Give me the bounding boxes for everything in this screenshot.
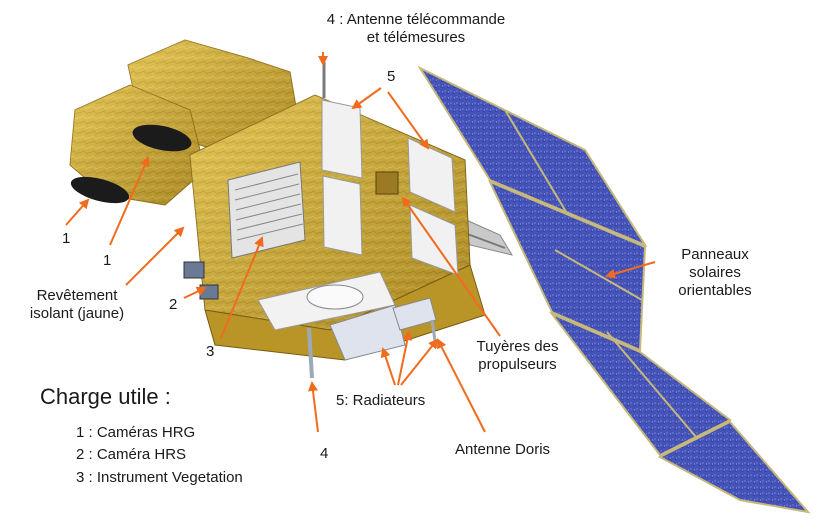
payload-legend-title: Charge utile : xyxy=(40,384,171,409)
solar-panels xyxy=(417,65,811,514)
label-insulating-coating: Revêtement isolant (jaune) xyxy=(12,287,142,323)
payload-legend-item: 3 : Instrument Vegetation xyxy=(76,469,243,486)
label-radiators: 5: Radiateurs xyxy=(336,392,426,409)
label-solar-panels-line1: Panneaux xyxy=(681,246,749,263)
label-thrusters-line1: Tuyères des xyxy=(476,338,559,355)
label-3: 3 xyxy=(206,343,215,360)
label-thrusters-line2: propulseurs xyxy=(478,356,557,373)
satellite-body xyxy=(183,94,486,361)
label-antenna-telecommand-line1: 4 : Antenne télécommande xyxy=(326,11,506,28)
label-insulating-coating-line1: Revêtement xyxy=(36,287,118,304)
label-solar-panels: Panneaux solaires orientables xyxy=(655,246,775,300)
label-1-mid: 1 xyxy=(103,252,112,269)
label-1-left: 1 xyxy=(62,230,71,247)
leader-arrows xyxy=(65,52,656,433)
label-2: 2 xyxy=(169,296,178,313)
label-5-top: 5 xyxy=(387,68,396,85)
payload-legend-item: 1 : Caméras HRG xyxy=(76,424,196,441)
label-antenna-telecommand: 4 : Antenne télécommande et télémesures xyxy=(296,11,536,47)
label-doris-antenna: Antenne Doris xyxy=(455,441,551,458)
label-insulating-coating-line2: isolant (jaune) xyxy=(29,305,125,322)
label-antenna-telecommand-line2: et télémesures xyxy=(366,29,466,46)
label-solar-panels-line3: orientables xyxy=(678,282,752,299)
label-solar-panels-line2: solaires xyxy=(689,264,741,281)
label-thrusters: Tuyères des propulseurs xyxy=(460,338,575,374)
label-4-bottom: 4 xyxy=(320,445,329,462)
payload-legend-item: 2 : Caméra HRS xyxy=(76,446,187,463)
